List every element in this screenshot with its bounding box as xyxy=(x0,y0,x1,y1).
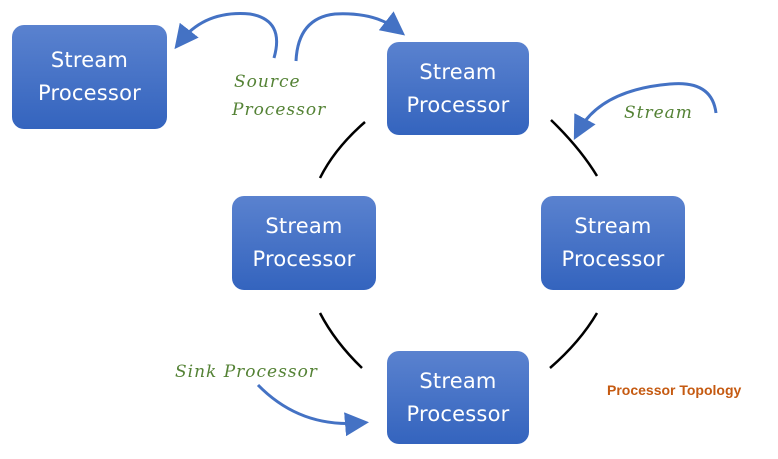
stream-annotation: Stream xyxy=(624,103,693,123)
node-label-line2: Processor xyxy=(38,81,141,105)
stream-processor-node-external: Stream Processor xyxy=(12,25,167,129)
source-label-line2: Processor xyxy=(232,100,327,120)
connector-bottom-right xyxy=(549,312,599,369)
node-label-line1: Stream xyxy=(419,59,497,84)
stream-processor-node-top: Stream Processor xyxy=(387,42,529,135)
node-label-line1: Stream xyxy=(419,368,497,393)
node-label-line1: Stream xyxy=(265,214,343,238)
sink-arrow xyxy=(256,383,369,437)
source-arrow-to-external xyxy=(174,12,279,59)
stream-processor-node-right: Stream Processor xyxy=(541,196,685,290)
stream-processor-node-left: Stream Processor xyxy=(232,196,376,290)
node-label-line1: Stream xyxy=(574,214,652,238)
sink-processor-annotation: Sink Processor xyxy=(175,362,318,382)
diagram-title: Processor Topology xyxy=(607,382,742,398)
node-label-line1: Stream xyxy=(50,48,129,72)
node-label-line2: Processor xyxy=(252,247,356,271)
node-label-line2: Processor xyxy=(561,247,665,271)
node-label-line2: Processor xyxy=(406,401,510,426)
source-arrow-to-top xyxy=(294,11,406,62)
connector-top-left xyxy=(318,121,366,179)
source-label-line1: Source xyxy=(234,72,301,92)
connector-bottom-left xyxy=(318,312,363,369)
stream-processor-node-bottom: Stream Processor xyxy=(387,351,529,444)
node-label-line2: Processor xyxy=(406,92,510,117)
connector-top-right xyxy=(550,119,599,177)
source-processor-annotation: Source Processor xyxy=(232,68,326,124)
stream-arrow xyxy=(573,82,718,140)
